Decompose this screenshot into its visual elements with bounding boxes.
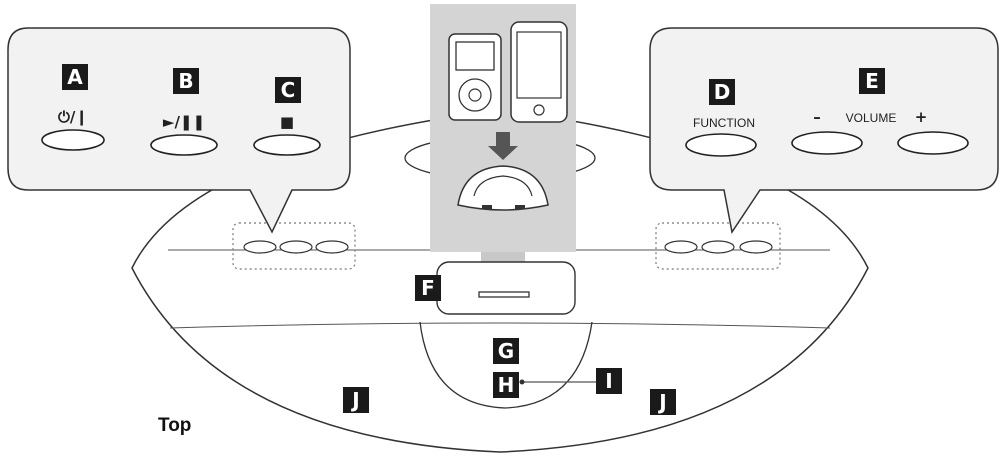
svg-text:E: E <box>865 69 879 93</box>
svg-text:C: C <box>281 78 296 102</box>
view-label-top: Top <box>158 415 191 436</box>
svg-text:H: H <box>498 373 515 397</box>
svg-text:I: I <box>605 369 612 393</box>
label-a: A <box>62 64 88 90</box>
stop-button[interactable] <box>253 134 321 156</box>
dock-adapter-icon <box>457 165 549 211</box>
svg-text:F: F <box>421 276 435 300</box>
label-h: H <box>493 372 519 398</box>
left-callout <box>7 27 351 234</box>
svg-text:A: A <box>67 65 83 89</box>
small-function-button[interactable] <box>664 240 698 254</box>
small-volume-plus-button[interactable] <box>739 240 773 254</box>
function-label: FUNCTION <box>693 116 755 130</box>
svg-text:B: B <box>178 69 193 93</box>
small-stop-button[interactable] <box>315 240 349 254</box>
volume-label: VOLUME <box>846 111 897 125</box>
play-pause-icon: ►/❚❚ <box>163 113 205 131</box>
svg-text:J: J <box>350 388 359 412</box>
body-seam-lower <box>169 322 831 329</box>
label-g: G <box>493 338 519 364</box>
label-d: D <box>709 79 735 105</box>
left-button-group-outline <box>232 222 356 270</box>
volume-plus-icon: + <box>915 108 928 126</box>
right-button-group-outline <box>655 222 781 270</box>
front-panel-arc <box>419 321 593 409</box>
stop-icon: ■ <box>280 113 294 131</box>
svg-text:G: G <box>498 339 514 363</box>
label-b: B <box>173 68 199 94</box>
label-c: C <box>275 77 301 103</box>
function-button-group: FUNCTION <box>685 116 757 157</box>
function-button[interactable] <box>685 133 757 157</box>
dock-panel <box>430 4 576 252</box>
right-callout <box>649 27 999 234</box>
volume-minus-icon: – <box>813 108 821 126</box>
volume-minus-button[interactable] <box>791 131 863 155</box>
label-j-left: J <box>343 387 369 413</box>
stop-button-group: ■ <box>253 113 321 156</box>
svg-text:J: J <box>657 390 666 414</box>
small-power-button[interactable] <box>243 240 277 254</box>
power-icon: ⏻/❙ <box>58 108 88 126</box>
pointer-dot-i <box>519 379 525 385</box>
volume-plus-button[interactable] <box>897 131 969 155</box>
ipod-classic-icon <box>448 33 502 121</box>
label-e: E <box>859 68 885 94</box>
power-button-group: ⏻/❙ <box>41 108 105 151</box>
volume-button-group: – VOLUME + <box>791 108 969 155</box>
svg-text:D: D <box>714 80 731 104</box>
down-arrow-icon <box>488 132 518 160</box>
play-pause-button[interactable] <box>150 134 218 156</box>
label-j-right: J <box>650 389 676 415</box>
power-button[interactable] <box>41 129 105 151</box>
label-f: F <box>415 275 441 301</box>
label-i: I <box>596 368 622 394</box>
small-play-pause-button[interactable] <box>279 240 313 254</box>
play-pause-button-group: ►/❚❚ <box>150 113 218 156</box>
dock-slot-area <box>436 261 576 315</box>
dock-connector-slot <box>478 291 530 298</box>
ipod-touch-icon <box>510 21 568 123</box>
small-volume-minus-button[interactable] <box>701 240 735 254</box>
